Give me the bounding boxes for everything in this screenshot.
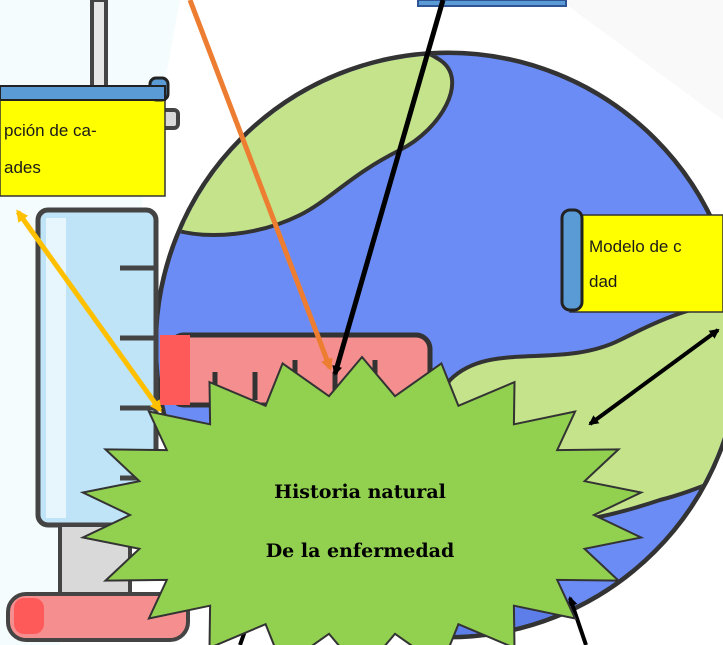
right-label-line1: Modelo de c	[589, 237, 682, 256]
right-label-box: Modelo de c dad	[560, 208, 723, 313]
gold-arrow-left	[15, 209, 163, 413]
left-label-line1: pción de ca-	[4, 121, 97, 140]
burst-line2: De la enfermedad	[266, 540, 455, 562]
left-label-line2: ades	[4, 158, 41, 177]
black-arrow-right	[588, 328, 720, 426]
black-arrow-bottom	[567, 596, 588, 645]
top-label-box	[417, 0, 567, 7]
right-label-line2: dad	[589, 272, 617, 291]
burst-line1: Historia natural	[274, 481, 446, 503]
connector-arrows	[15, 0, 720, 645]
black-arrow-top	[332, 0, 446, 376]
orange-arrow	[187, 0, 333, 371]
left-label-box: pción de ca- ades	[0, 76, 170, 197]
central-burst: Historia natural De la enfermedad	[79, 355, 645, 645]
